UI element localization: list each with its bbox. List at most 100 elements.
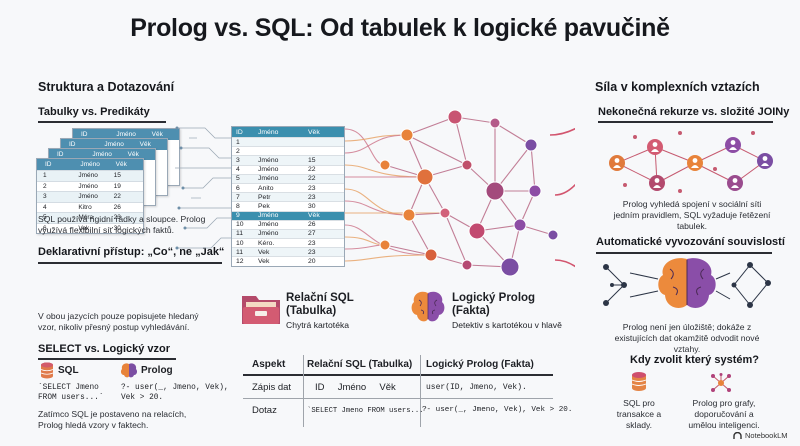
- brand: NotebookLM: [733, 431, 788, 440]
- compare-row-prolog: ?- user(_, Jmeno, Vek), Vek > 20.: [422, 406, 573, 414]
- brand-label: NotebookLM: [745, 431, 788, 440]
- table-row: 1: [232, 137, 344, 147]
- compare-row-aspect: Zápis dat: [252, 382, 292, 393]
- divider: [38, 121, 166, 123]
- select-heading: SELECT vs. Logický vzor: [38, 343, 171, 355]
- compare-row-sql: ID Jméno Věk: [315, 382, 396, 393]
- graph-network-icon: [711, 373, 731, 392]
- person-icon: [649, 175, 665, 191]
- graph-node: [485, 181, 505, 201]
- flow-arrow: [554, 183, 575, 196]
- sql-title: Relační SQL (Tabulka): [286, 292, 354, 317]
- person-icon: [687, 155, 703, 171]
- prolog-label: Prolog: [141, 365, 173, 376]
- brain-icon: [411, 291, 445, 322]
- divider: [38, 262, 222, 264]
- compare-row-prolog: user(ID, Jmeno, Vek).: [426, 383, 527, 392]
- divider: [243, 374, 553, 376]
- graph-node: [489, 117, 501, 129]
- graph-node: [528, 184, 542, 198]
- divider: [598, 121, 773, 123]
- section-title-structure: Struktura a Dotazování: [38, 80, 175, 94]
- compare-header-aspect: Aspekt: [252, 359, 286, 370]
- divider: [596, 252, 772, 254]
- compare-row-aspect: Dotaz: [252, 405, 277, 416]
- person-icon: [725, 137, 741, 153]
- divider: [420, 355, 421, 427]
- divider: [243, 398, 553, 399]
- inference-brain-diagram: [603, 258, 771, 308]
- prolog-code: ?- user(_, Jmeno, Vek), Vek > 20.: [121, 384, 229, 402]
- sql-code: `SELECT Jmeno FROM users...`: [38, 384, 104, 402]
- person-icon: [727, 175, 743, 191]
- social-network-graph: [609, 131, 773, 193]
- recursion-desc: Prolog vyhledá spojení v sociální síti j…: [613, 199, 771, 231]
- graph-node: [513, 218, 527, 232]
- inference-heading: Automatické vyvozování souvislostí: [596, 236, 785, 248]
- divider: [303, 355, 304, 427]
- brain-icon: [120, 363, 138, 378]
- person-icon: [609, 155, 625, 171]
- graph-node: [447, 109, 463, 125]
- person-icon: [757, 153, 773, 169]
- graph-node: [461, 259, 473, 271]
- prolog-subtitle: Detektiv s kartotékou v hlavě: [452, 320, 562, 330]
- table-row: 2: [232, 146, 344, 155]
- prolog-choice: Prolog pro grafy, doporučování a umělou …: [688, 398, 760, 430]
- sql-choice: SQL pro transakce a sklady.: [616, 398, 662, 430]
- select-desc: Zatímco SQL je postaveno na relacích, Pr…: [38, 409, 187, 430]
- graph-node: [379, 159, 391, 171]
- flow-arrow: [549, 127, 575, 136]
- tables-desc: SQL používá rigidní řádky a sloupce. Pro…: [38, 214, 206, 235]
- graph-node: [400, 128, 414, 142]
- database-icon: [40, 362, 54, 379]
- database-icon: [631, 372, 647, 391]
- graph-node: [439, 207, 451, 219]
- page-title: Prolog vs. SQL: Od tabulek k logické pav…: [130, 14, 670, 42]
- recursion-heading: Nekonečná rekurze vs. složité JOINy: [598, 106, 790, 118]
- choose-heading: Kdy zvolit který systém?: [630, 354, 759, 366]
- section-title-relations: Síla v komplexních vztazích: [595, 80, 760, 94]
- folder-cabinet-icon: [242, 296, 280, 324]
- graph-node: [379, 239, 391, 251]
- graph-node: [468, 222, 486, 240]
- sql-subtitle: Chytrá kartotéka: [286, 320, 350, 330]
- flow-arrow: [554, 259, 575, 268]
- graph-node: [402, 208, 416, 222]
- inference-desc: Prolog není jen úložiště; dokáže z exist…: [614, 322, 760, 354]
- sql-label: SQL: [58, 365, 79, 376]
- graph-node: [461, 159, 473, 171]
- tables-heading: Tabulky vs. Predikáty: [38, 106, 150, 118]
- data-flow-lines: [345, 128, 445, 262]
- compare-header-sql: Relační SQL (Tabulka): [307, 359, 413, 370]
- prolog-title: Logický Prolog (Fakta): [452, 292, 536, 317]
- divider: [38, 358, 176, 360]
- graph-node: [524, 138, 538, 152]
- graph-node: [416, 168, 434, 186]
- logic-network-graph: [345, 109, 575, 277]
